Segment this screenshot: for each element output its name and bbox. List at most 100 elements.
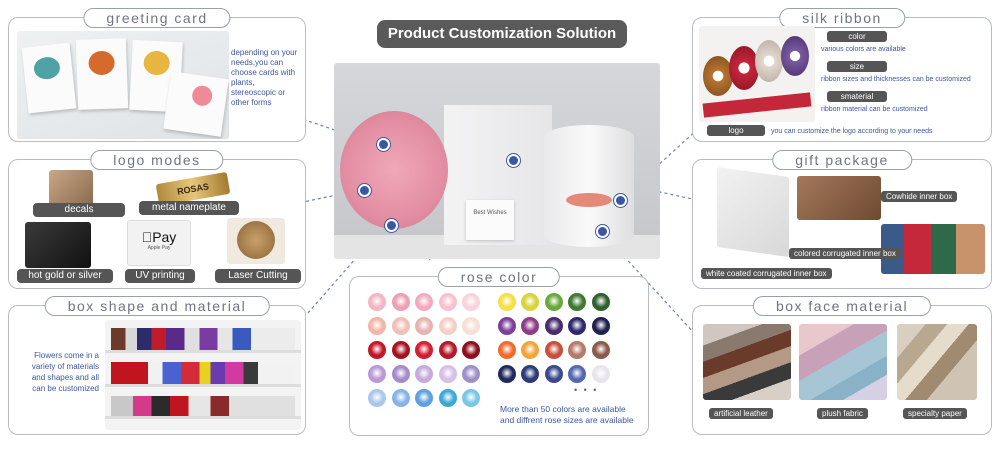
rose-swatch: [438, 293, 457, 311]
rose-box: [340, 111, 448, 229]
rose-swatch: [521, 365, 539, 383]
laser-seal-icon: [237, 221, 275, 259]
rose-swatch: [462, 365, 480, 383]
ribbon-logo-label: logo: [707, 125, 765, 136]
rose-swatch: [568, 365, 586, 383]
apple-pay-sub: Apple Pay: [147, 245, 171, 251]
rose-color-title: rose color: [437, 267, 561, 287]
ribbon-material-label: smaterial: [827, 91, 887, 102]
rose-swatch: [521, 341, 539, 359]
spool-1: [703, 56, 733, 96]
pay-text: Pay: [146, 229, 176, 245]
rose-swatch: [438, 389, 457, 407]
ribbon-size-desc: ribbon sizes and thicknesses can be cust…: [821, 76, 971, 83]
ribbon-bow-icon: [566, 193, 612, 207]
rose-swatch: [544, 341, 563, 359]
hot-gold-label: hot gold or silver: [17, 269, 113, 283]
box-shape-panel: box shape and material Flowers come in a…: [8, 296, 306, 435]
center-product-photo: Best Wishes: [334, 63, 660, 259]
card-1: [21, 42, 77, 114]
best-wishes-card: Best Wishes: [466, 200, 514, 240]
apple-icon: : [142, 229, 153, 245]
rose-swatch: [368, 365, 386, 383]
shelf-3: [105, 416, 301, 419]
rose-color-panel: rose color • • • More than 50 colors are…: [349, 267, 650, 437]
hotspot-ribbon-dot[interactable]: [614, 194, 627, 207]
shelf-1: [105, 350, 301, 353]
box-shape-title: box shape and material: [44, 296, 270, 316]
uv-printing-label: UV printing: [125, 269, 195, 283]
laser-cutting-label: Laser Cutting: [215, 269, 301, 283]
rose-swatch: [497, 365, 516, 383]
best-wishes-text: Best Wishes: [473, 210, 507, 216]
specialty-paper-label: specialty paper: [903, 408, 967, 419]
hotspot-package-dot[interactable]: [507, 154, 520, 167]
leaf-teal-icon: [32, 55, 62, 81]
main-title-text: Product Customization Solution: [387, 25, 617, 42]
nameplate-text: ROSAS: [176, 181, 210, 197]
rose-swatch: [591, 293, 610, 311]
rose-swatch: [591, 341, 610, 359]
greeting-card-panel: greeting card depending on your needs,yo…: [8, 8, 306, 142]
rose-swatch: [368, 341, 386, 359]
hotspot-logo-dot[interactable]: [358, 184, 371, 197]
round-hat-box: [544, 125, 634, 247]
laser-cutting-photo: [227, 218, 285, 264]
rose-more-ellipsis: • • •: [574, 385, 599, 395]
greeting-card-description: depending on your needs,you can choose c…: [231, 48, 298, 107]
hotspot-box-dot[interactable]: [385, 219, 398, 232]
rose-swatch-grid: [350, 277, 650, 437]
decals-photo: [49, 170, 93, 206]
ribbon-color-label: color: [827, 31, 887, 42]
rose-swatch: [521, 317, 539, 335]
greeting-card-photo: [17, 31, 229, 139]
rose-swatch: [391, 389, 410, 407]
rose-swatch: [391, 341, 410, 359]
ribbon-spools-photo: [699, 26, 815, 122]
shelf-2: [105, 384, 301, 387]
box-row-2: [111, 362, 295, 384]
ribbon-size-label: size: [827, 61, 887, 72]
rose-swatch: [497, 317, 516, 335]
box-face-panel: box face material artificial leather plu…: [692, 296, 992, 435]
ribbon-color-desc: various colors are available: [821, 46, 906, 53]
box-row-1: [111, 328, 295, 350]
plush-label: plush fabric: [817, 408, 868, 419]
spool-2: [729, 46, 759, 90]
specialty-paper-photo: [897, 324, 977, 400]
leaf-yellow-icon: [143, 50, 171, 76]
rose-swatch: [462, 389, 480, 407]
rose-swatch: [415, 341, 433, 359]
card-2: [75, 38, 129, 110]
ribbon-logo-desc: you can customize the logo according to …: [771, 128, 933, 135]
cowhide-box-photo: [797, 176, 881, 220]
rose-swatch: [462, 293, 480, 311]
rose-swatch: [591, 317, 610, 335]
rose-swatch: [415, 293, 433, 311]
rose-swatch: [438, 341, 457, 359]
rose-swatch: [462, 317, 480, 335]
rose-swatch: [462, 341, 480, 359]
hotspot-face-dot[interactable]: [596, 225, 609, 238]
decals-label: decals: [33, 203, 125, 217]
rose-swatch: [544, 365, 563, 383]
rose-swatch: [521, 293, 539, 311]
ribbon-material-desc: ribbon material can be customized: [821, 106, 928, 113]
gift-package-title: gift package: [772, 150, 912, 170]
rose-swatch: [497, 341, 516, 359]
rose-swatch: [568, 317, 586, 335]
rose-swatch: [391, 365, 410, 383]
white-label: white coated corrugated inner box: [701, 268, 832, 279]
rose-swatch: [391, 317, 410, 335]
leather-label: artificial leather: [709, 408, 773, 419]
colored-label: colored corrugated inner box: [789, 248, 901, 259]
leaf-pink-icon: [190, 84, 214, 108]
logo-modes-panel: logo modes decals ROSAS metal nameplate …: [8, 150, 306, 289]
rose-swatch: [438, 365, 457, 383]
rose-swatch: [438, 317, 457, 335]
hotspot-card-dot[interactable]: [377, 138, 390, 151]
uv-printing-photo: Pay Apple Pay: [127, 220, 191, 266]
logo-modes-title: logo modes: [90, 150, 224, 170]
rose-note-line-2: and diffrent rose sizes are available: [500, 415, 634, 425]
rose-swatch: [544, 317, 563, 335]
